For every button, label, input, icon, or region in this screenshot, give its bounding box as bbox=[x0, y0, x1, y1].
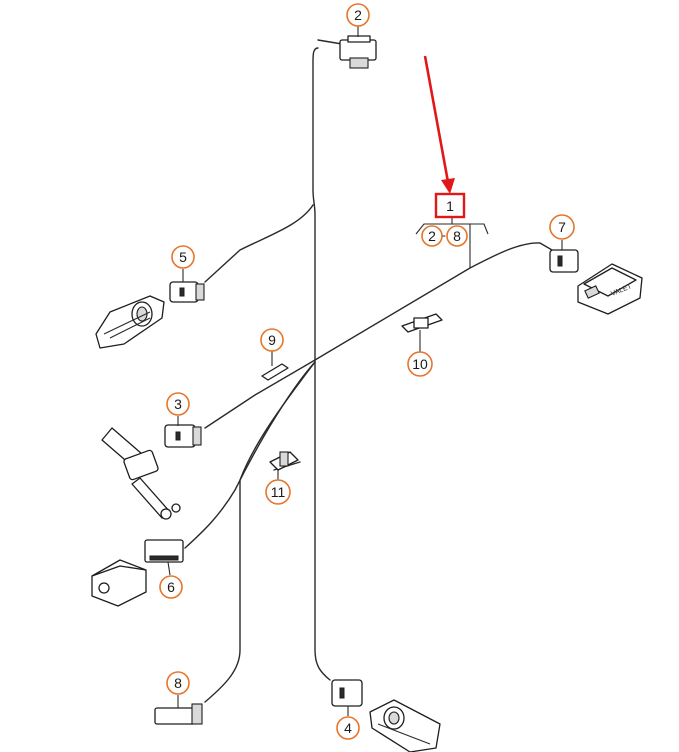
callout-11-label: 11 bbox=[271, 484, 286, 500]
callout-9-label: 9 bbox=[268, 332, 276, 348]
lock-actuator bbox=[101, 427, 181, 520]
connector-5 bbox=[169, 269, 205, 303]
callout-11[interactable]: 11 bbox=[265, 479, 291, 505]
callout-5[interactable]: 5 bbox=[171, 245, 195, 269]
callout-7[interactable]: 7 bbox=[549, 214, 575, 240]
wire-branch-5 bbox=[204, 204, 314, 283]
callout-3[interactable]: 3 bbox=[166, 392, 190, 416]
callout-6[interactable]: 6 bbox=[159, 575, 183, 599]
connector-8 bbox=[154, 695, 203, 725]
courtesy-light-housing-left bbox=[95, 295, 165, 349]
callout-5-label: 5 bbox=[179, 249, 187, 265]
wire-branch-8 bbox=[204, 361, 316, 703]
part-9-tag bbox=[261, 351, 289, 381]
group-bracket-1 bbox=[415, 218, 489, 268]
callout-8[interactable]: 8 bbox=[166, 671, 190, 695]
callout-2-top[interactable]: 2 bbox=[346, 3, 370, 27]
callout-8-label: 8 bbox=[174, 675, 182, 691]
wire-branch-6 bbox=[184, 361, 316, 549]
callout-2-top-label: 2 bbox=[354, 7, 362, 23]
connector-2 bbox=[339, 26, 377, 69]
callout-9[interactable]: 9 bbox=[260, 328, 284, 352]
callout-4[interactable]: 4 bbox=[336, 716, 360, 740]
valet-switch: VALET bbox=[577, 263, 643, 315]
callout-1[interactable]: 1 bbox=[434, 192, 466, 219]
power-socket bbox=[91, 559, 147, 607]
wire-top-branch bbox=[317, 39, 343, 45]
callout-6-label: 6 bbox=[167, 579, 175, 595]
wire-main-trunk bbox=[312, 47, 331, 681]
connector-6 bbox=[144, 539, 184, 576]
connector-3 bbox=[164, 416, 202, 448]
connector-4 bbox=[331, 679, 363, 716]
part-10-clip bbox=[401, 313, 443, 352]
part-11-cable-tie bbox=[269, 451, 299, 480]
harness-wires bbox=[184, 39, 553, 703]
callout-group-separator: - bbox=[442, 228, 446, 242]
callout-3-label: 3 bbox=[174, 396, 182, 412]
courtesy-light-housing-bottom bbox=[369, 699, 441, 752]
callout-4-label: 4 bbox=[344, 720, 352, 736]
wire-branch-7 bbox=[314, 242, 553, 361]
red-arrow-indicator bbox=[423, 55, 455, 194]
callout-1-label: 1 bbox=[446, 198, 454, 214]
callout-group-2-label: 2 bbox=[428, 228, 436, 244]
callout-10-label: 10 bbox=[412, 356, 428, 372]
callout-10[interactable]: 10 bbox=[407, 351, 433, 377]
callout-7-label: 7 bbox=[558, 219, 566, 235]
wire-branch-3 bbox=[204, 359, 316, 429]
connector-7 bbox=[549, 240, 579, 273]
callout-group-2-8[interactable]: 2 - 8 bbox=[421, 225, 468, 247]
callout-group-8-label: 8 bbox=[453, 228, 461, 244]
